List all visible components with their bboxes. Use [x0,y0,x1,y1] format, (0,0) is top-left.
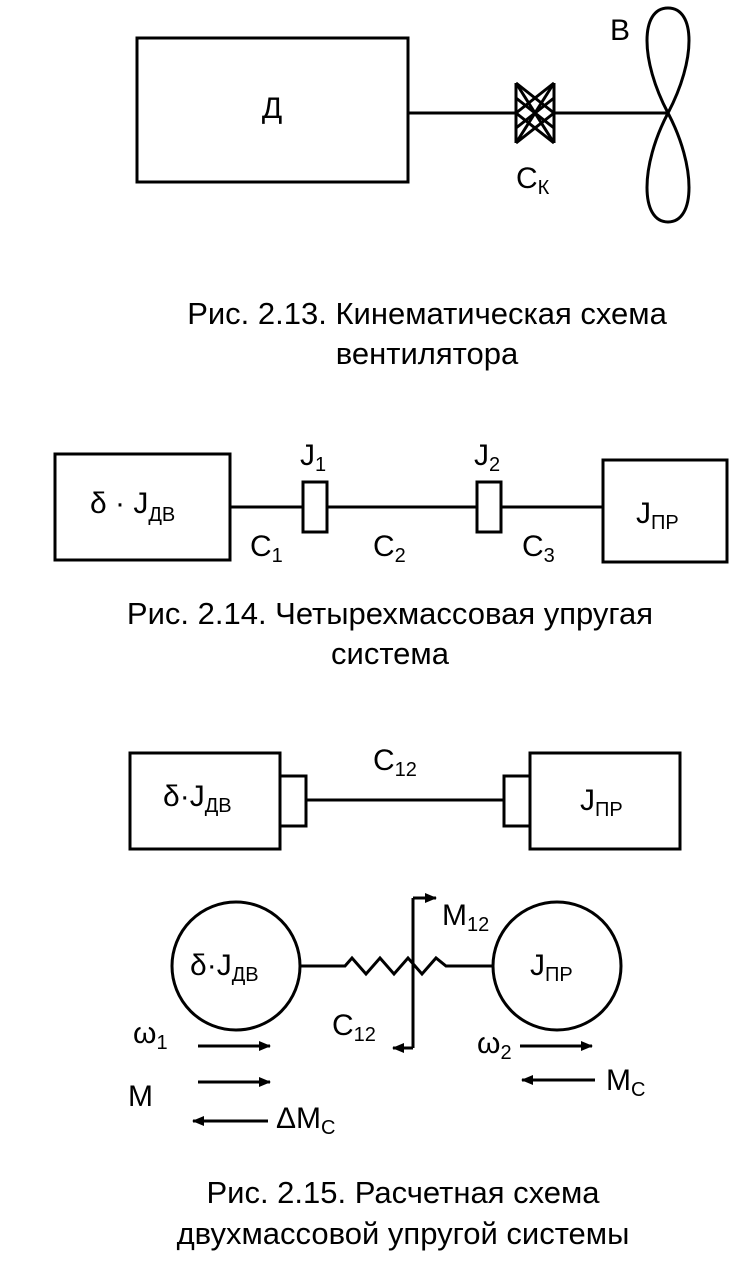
right-mass-box [601,458,729,564]
top-right-box [528,751,682,851]
figure-2-14: δ · JДВ J1 J2 JПР С1 С2 С3 Рис. 2.14. Че… [53,439,729,671]
caption-215-line2: двухмассовой упругой системы [177,1216,630,1251]
stiffness-1-label: С1 [250,530,283,567]
omega-2-label: ω2 [477,1027,512,1064]
top-right-flange [502,774,532,828]
motor-label: Д [262,92,282,125]
left-mass-label: δ · JДВ [90,487,175,526]
motor-box [135,36,410,184]
moment-12-label: M12 [442,899,489,936]
top-left-label: δ·JДВ [163,780,232,817]
circle-right-label: JПР [530,949,573,986]
top-stiffness-label: С12 [373,744,417,781]
right-mass-label: JПР [636,497,679,534]
inertia-2-block [475,480,503,534]
caption-214-line2: система [331,636,450,671]
inertia-1-label: J1 [300,439,326,476]
torque-m-label: M [128,1080,153,1113]
caption-213-line1: Рис. 2.13. Кинематическая схема [187,296,667,331]
delta-mc-label: ΔMС [276,1102,335,1139]
fan-label: В [610,14,630,47]
top-right-label: JПР [580,784,623,821]
inertia-2-label: J2 [474,439,500,476]
load-mc-label: MС [606,1064,645,1101]
omega-1-label: ω1 [133,1017,168,1054]
stiffness-3-label: С3 [522,530,555,567]
coupling-symbol [514,81,556,145]
caption-214-line1: Рис. 2.14. Четырехмассовая упругая [127,596,653,631]
spring-stiffness-label: С12 [332,1009,376,1046]
figure-2-15: δ·JДВ JПР С12 δ·JДВ JПР M12 С12 ω1 M ΔMС… [128,744,682,1251]
stiffness-2-label: С2 [373,530,406,567]
caption-213-line2: вентилятора [336,336,519,371]
figure-2-13: Д СК В Рис. 2.13. Кинематическая схема в… [135,6,691,371]
inertia-1-block [301,480,329,534]
coupling-label: СК [516,162,550,199]
top-left-flange [278,774,308,828]
spring [300,955,493,977]
caption-215-line1: Рис. 2.15. Расчетная схема [206,1175,600,1210]
fan-blades [645,6,691,224]
circle-left-label: δ·JДВ [190,949,259,986]
